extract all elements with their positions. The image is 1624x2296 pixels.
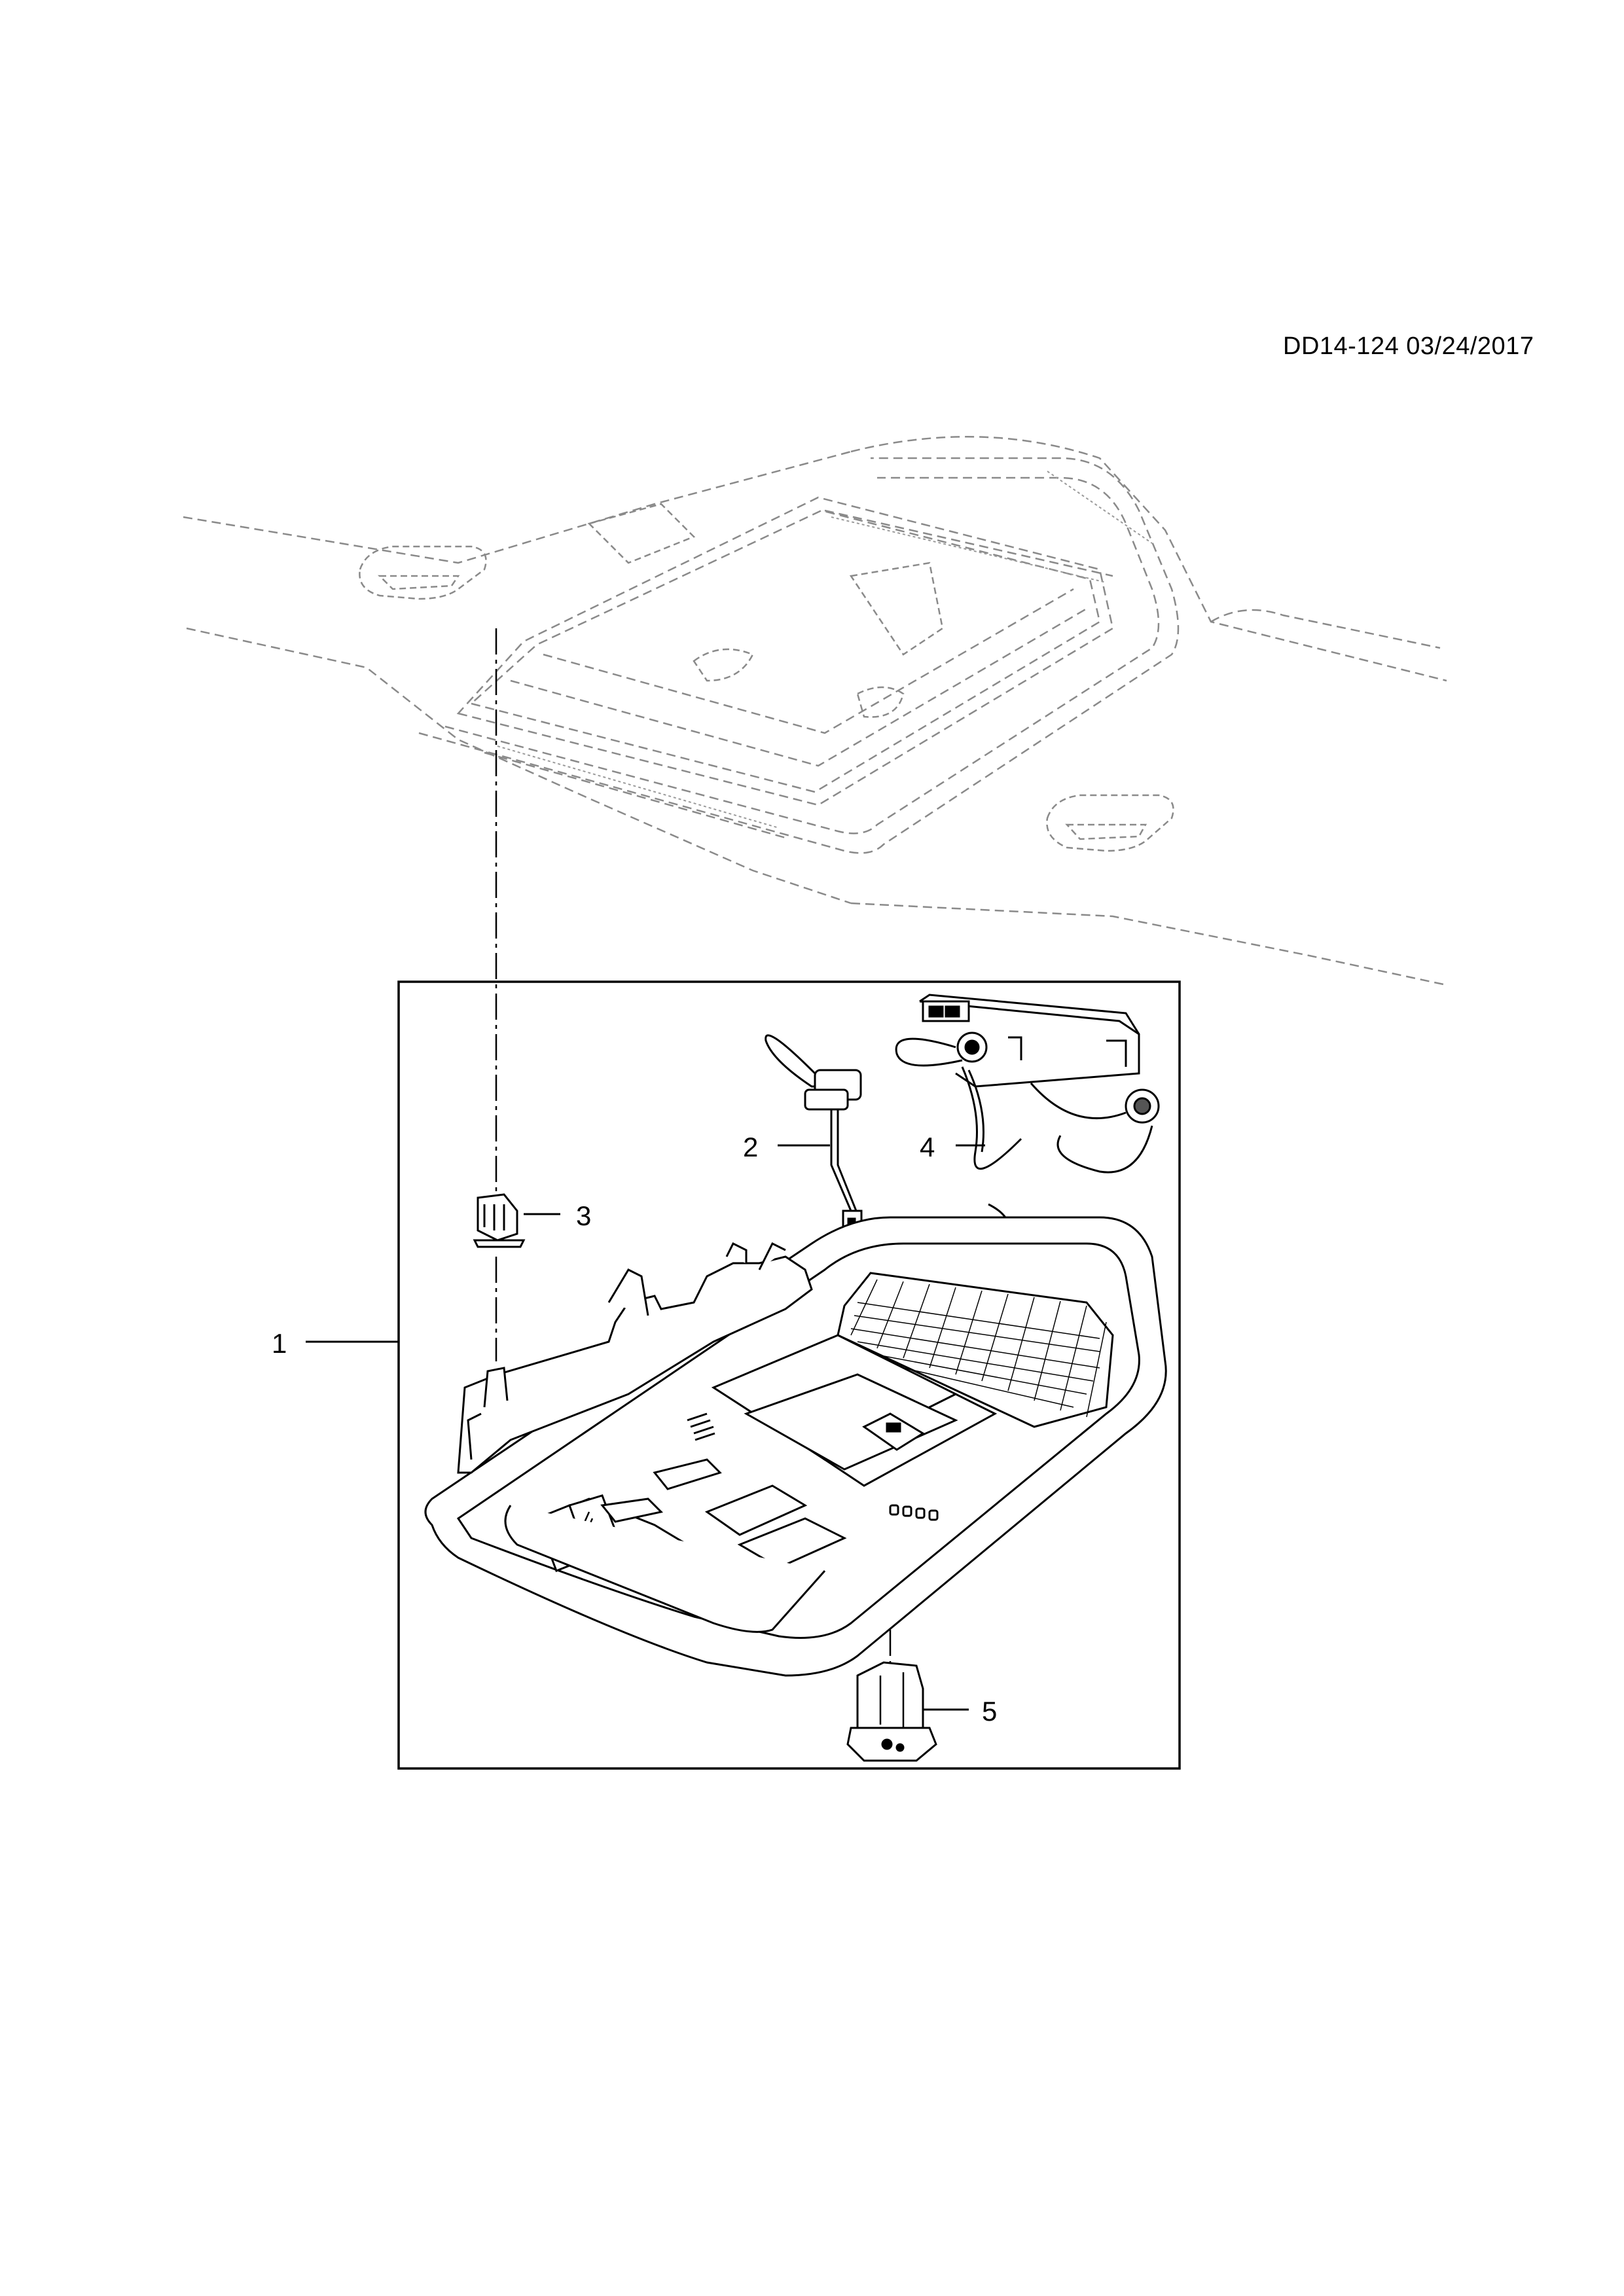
roof-headliner-outline [183, 436, 1447, 986]
console-indicator-buttons [889, 1504, 939, 1521]
roof-rail-hatching [497, 471, 1153, 829]
leader-lines [306, 1144, 985, 1711]
callout-5: 5 [982, 1696, 998, 1727]
part-1-overhead-console [424, 1216, 1167, 1677]
roof-grab-handle-pockets [359, 503, 1174, 852]
part-5-bulb-socket [846, 1661, 937, 1762]
callout-2: 2 [743, 1132, 759, 1162]
callout-4: 4 [920, 1132, 935, 1162]
detail-frame [397, 980, 1181, 1770]
callout-3: 3 [576, 1200, 592, 1231]
part-2-wiring-pigtail [765, 1034, 863, 1240]
callout-1: 1 [272, 1328, 287, 1359]
part-3-retaining-clip [473, 1193, 526, 1248]
drawing-id: DD14-124 03/24/2017 [1283, 332, 1534, 360]
speaker-grille-mesh [850, 1279, 1107, 1418]
